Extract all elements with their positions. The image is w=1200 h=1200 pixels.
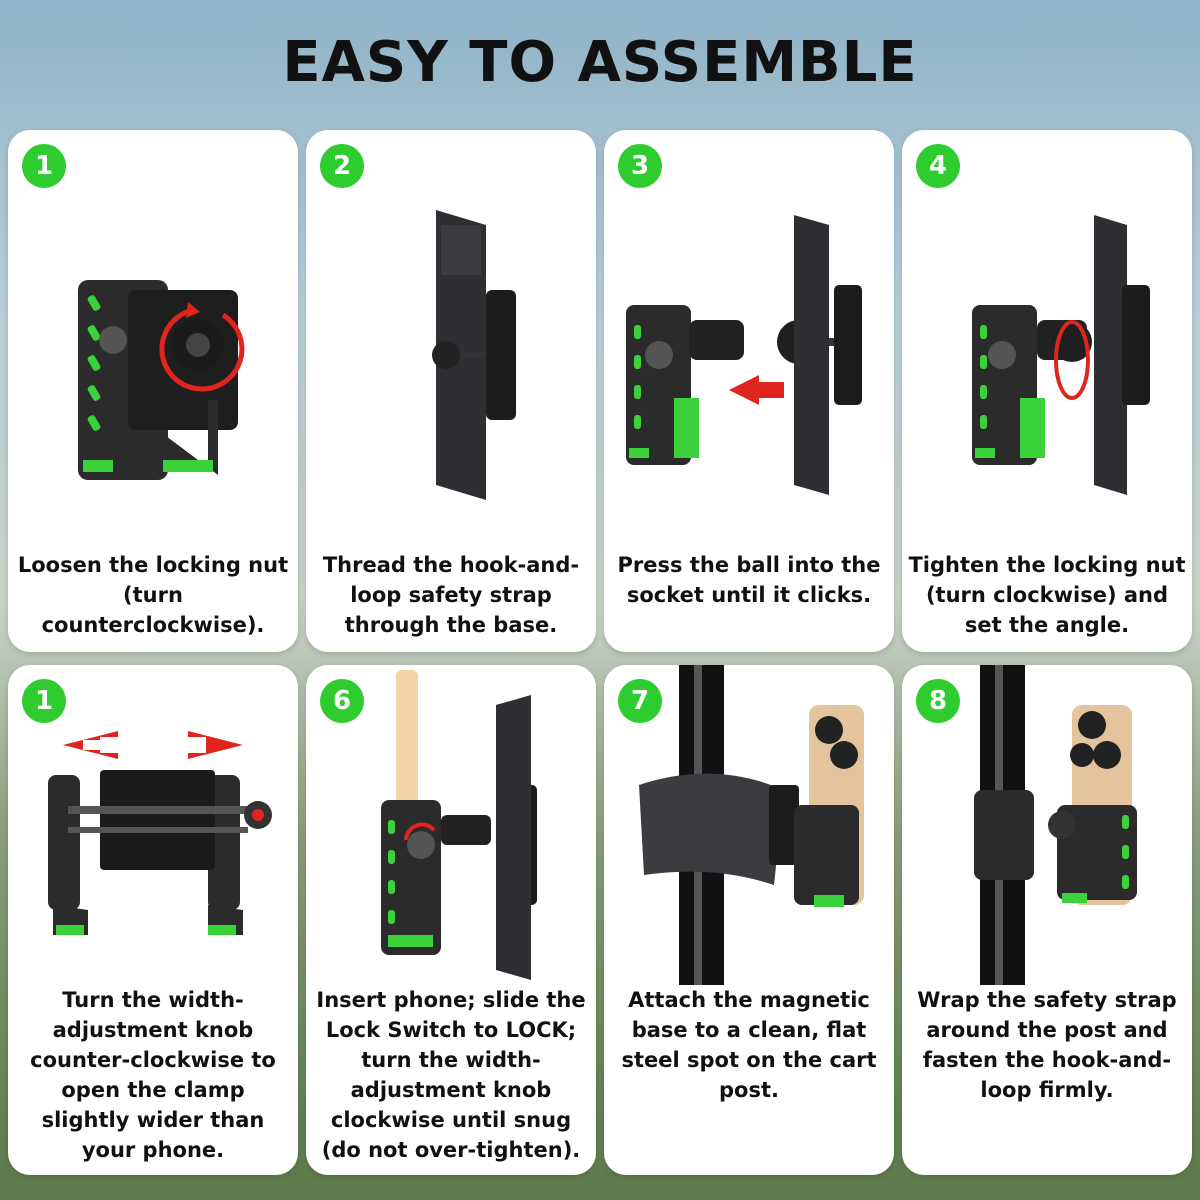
phone-insert-illustration (381, 670, 537, 980)
step-badge: 8 (916, 679, 960, 723)
tighten-illustration (972, 215, 1150, 495)
step-badge: 7 (618, 679, 662, 723)
step-badge: 6 (320, 679, 364, 723)
step-card-6: 6 Insert phone; slide the Lock Switch to… (306, 665, 596, 1175)
step-caption: Attach the magnetic base to a clean, fla… (621, 988, 877, 1102)
step-card-8: 8 Wrap the safety strap around the post … (902, 665, 1192, 1175)
step-card-7: 7 Attach the magnetic base to a clean, f… (604, 665, 894, 1175)
step-card-1: 1 Loosen the locking nut (turn countercl… (8, 130, 298, 652)
step-card-2: 2 Thread the hook-and-loop safety strap … (306, 130, 596, 652)
magnet-illustration (639, 665, 864, 985)
page-title: EASY TO ASSEMBLE (282, 30, 918, 95)
step-caption: Tighten the locking nut (turn clockwise)… (908, 553, 1186, 637)
step-badge: 1 (22, 144, 66, 188)
step-caption: Thread the hook-and-loop safety strap th… (322, 553, 580, 637)
step-badge: 1 (22, 679, 66, 723)
socket-illustration (626, 215, 862, 495)
step-card-4: 4 Tighten the locking nut (turn clockwis… (902, 130, 1192, 652)
step-caption: Insert phone; slide the Lock Switch to L… (316, 988, 586, 1162)
step-badge: 4 (916, 144, 960, 188)
clamp-illustration (48, 731, 272, 935)
step-badge: 3 (618, 144, 662, 188)
step-card-5: 1 Turn the width-adjustment knob counter… (8, 665, 298, 1175)
step-badge: 2 (320, 144, 364, 188)
strap-illustration (432, 210, 516, 500)
strap-wrap-illustration (974, 665, 1137, 985)
step-caption: Turn the width-adjustment knob counter-c… (30, 988, 276, 1162)
step-caption: Loosen the locking nut (turn countercloc… (17, 553, 289, 637)
step-caption: Wrap the safety strap around the post an… (917, 988, 1177, 1102)
step-card-3: 3 Press the ball into the socket until i… (604, 130, 894, 652)
step-caption: Press the ball into the socket until it … (617, 553, 881, 607)
mount-illustration (78, 280, 245, 480)
